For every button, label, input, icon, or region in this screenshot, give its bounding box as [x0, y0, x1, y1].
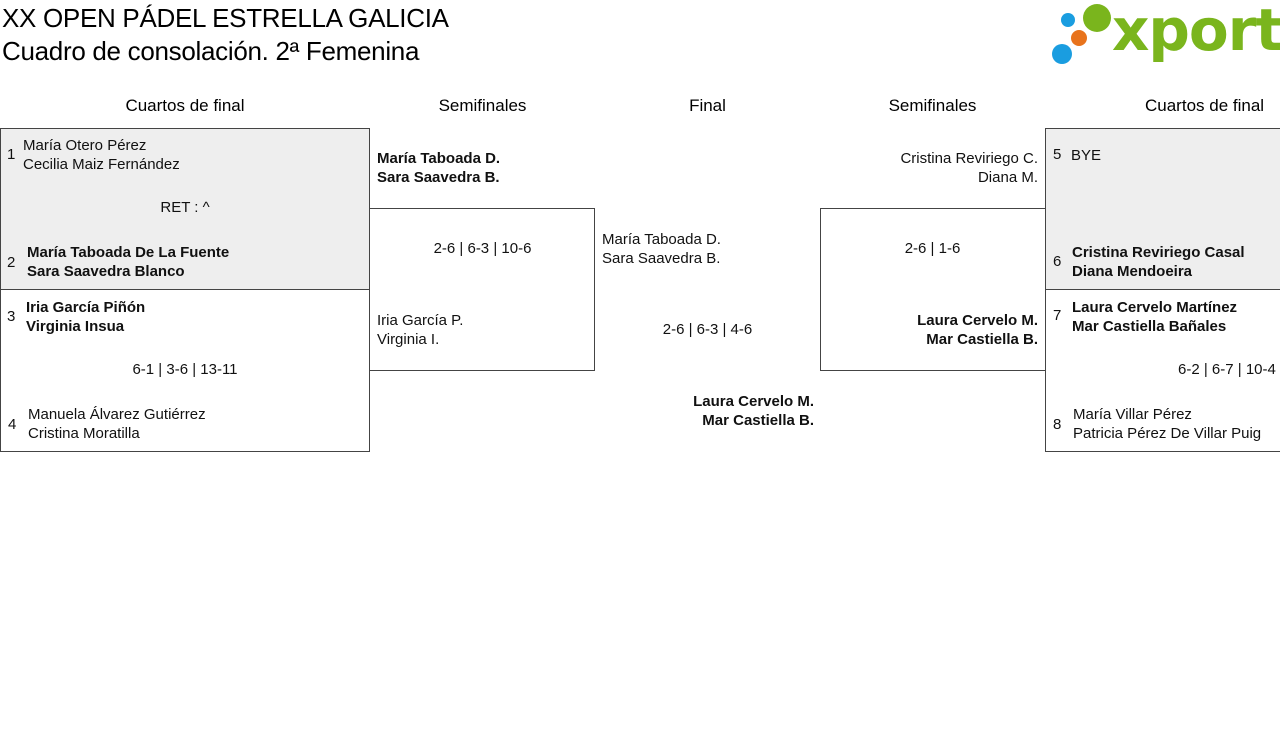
- player-name: Cristina Reviriego Casal: [1072, 244, 1245, 261]
- header-left-semis: Semifinales: [438, 96, 527, 115]
- player-name: Sara Saavedra B.: [377, 169, 500, 186]
- seed-number: 3: [7, 308, 16, 325]
- logo-wordmark: xporty: [1112, 0, 1280, 64]
- player-name: Patricia Pérez De Villar Puig: [1073, 425, 1262, 442]
- player-name: Mar Castiella B.: [926, 331, 1038, 348]
- team-7-winner: Laura Cervelo Martínez Mar Castiella Bañ…: [1072, 298, 1237, 336]
- seed-number: 6: [1053, 253, 1062, 270]
- right-quarter-match-2: [1045, 289, 1280, 452]
- left-semi-team-bottom: Iria García P. Virginia I.: [377, 311, 463, 349]
- team-2-winner: María Taboada De La Fuente Sara Saavedra…: [27, 243, 229, 281]
- right-quarter-match-1: [1045, 128, 1280, 290]
- final-score: 2-6 | 6-3 | 4-6: [662, 321, 753, 338]
- header-final: Final: [689, 96, 726, 115]
- logo-dot-orange: [1071, 30, 1087, 46]
- player-name: Iria García Piñón: [26, 299, 146, 316]
- match-score: 6-1 | 3-6 | 13-11: [132, 361, 238, 378]
- player-name: María Taboada D.: [377, 150, 501, 167]
- final-team-top: María Taboada D. Sara Saavedra B.: [602, 230, 721, 268]
- match-score: RET : ^: [160, 199, 210, 216]
- player-name: Iria García P.: [377, 312, 464, 329]
- player-name: Sara Saavedra Blanco: [27, 263, 185, 280]
- player-name: Cecilia Maiz Fernández: [23, 156, 180, 173]
- player-name: Diana M.: [977, 169, 1038, 186]
- seed-number: 4: [8, 416, 17, 433]
- right-semi-team-top: Cristina Reviriego C. Diana M.: [820, 149, 1038, 187]
- team-4: Manuela Álvarez Gutiérrez Cristina Morat…: [28, 405, 206, 443]
- player-name: María Villar Pérez: [1073, 406, 1192, 423]
- seed-number: 7: [1053, 307, 1062, 324]
- header-right-quarters: Cuartos de final: [1145, 96, 1265, 115]
- player-name: Manuela Álvarez Gutiérrez: [28, 406, 206, 423]
- player-name: María Otero Pérez: [23, 137, 147, 154]
- player-name: Laura Cervelo Martínez: [1072, 299, 1238, 316]
- player-name: Mar Castiella B.: [702, 412, 814, 429]
- logo-dot-blue-small: [1061, 13, 1075, 27]
- xporty-logo: xporty: [1050, 0, 1280, 68]
- player-name: Cristina Moratilla: [28, 425, 140, 442]
- player-name: Virginia Insua: [26, 318, 125, 335]
- player-name: Laura Cervelo M.: [917, 312, 1038, 329]
- seed-number: 8: [1053, 416, 1062, 433]
- right-semi-team-bottom: Laura Cervelo M. Mar Castiella B.: [820, 311, 1038, 349]
- player-name: María Taboada D.: [602, 231, 721, 248]
- tournament-title: XX OPEN PÁDEL ESTRELLA GALICIA: [2, 3, 449, 33]
- player-name: Laura Cervelo M.: [693, 393, 814, 410]
- match-score: 2-6 | 1-6: [904, 240, 961, 257]
- logo-dot-green: [1083, 4, 1111, 32]
- player-name: Diana Mendoeira: [1072, 263, 1193, 280]
- match-score: 6-2 | 6-7 | 10-4: [1178, 361, 1276, 378]
- seed-number: 1: [7, 146, 16, 163]
- header-right-semis: Semifinales: [888, 96, 977, 115]
- team-1: María Otero Pérez Cecilia Maiz Fernández: [23, 136, 180, 174]
- left-semi-team-top: María Taboada D. Sara Saavedra B.: [377, 149, 500, 187]
- player-name: Cristina Reviriego C.: [900, 150, 1038, 167]
- draw-subtitle: Cuadro de consolación. 2ª Femenina: [2, 36, 420, 66]
- player-name: María Taboada De La Fuente: [27, 244, 230, 261]
- team-8: María Villar Pérez Patricia Pérez De Vil…: [1073, 405, 1261, 443]
- team-5-bye: BYE: [1071, 147, 1102, 164]
- player-name: Mar Castiella Bañales: [1072, 318, 1227, 335]
- team-6-winner: Cristina Reviriego Casal Diana Mendoeira: [1072, 243, 1245, 281]
- final-champion: Laura Cervelo M. Mar Castiella B.: [595, 392, 814, 430]
- match-score: 2-6 | 6-3 | 10-6: [433, 240, 532, 257]
- player-name: Sara Saavedra B.: [602, 250, 721, 267]
- seed-number: 2: [7, 254, 16, 271]
- left-semi-match: [369, 208, 595, 371]
- team-3-winner: Iria García Piñón Virginia Insua: [26, 298, 145, 336]
- page-title: XX OPEN PÁDEL ESTRELLA GALICIA Cuadro de…: [2, 2, 449, 68]
- seed-number: 5: [1053, 146, 1062, 163]
- player-name: Virginia I.: [377, 331, 440, 348]
- header-left-quarters: Cuartos de final: [125, 96, 245, 115]
- left-quarter-match-1: [0, 128, 370, 290]
- logo-dot-blue-large: [1052, 44, 1072, 64]
